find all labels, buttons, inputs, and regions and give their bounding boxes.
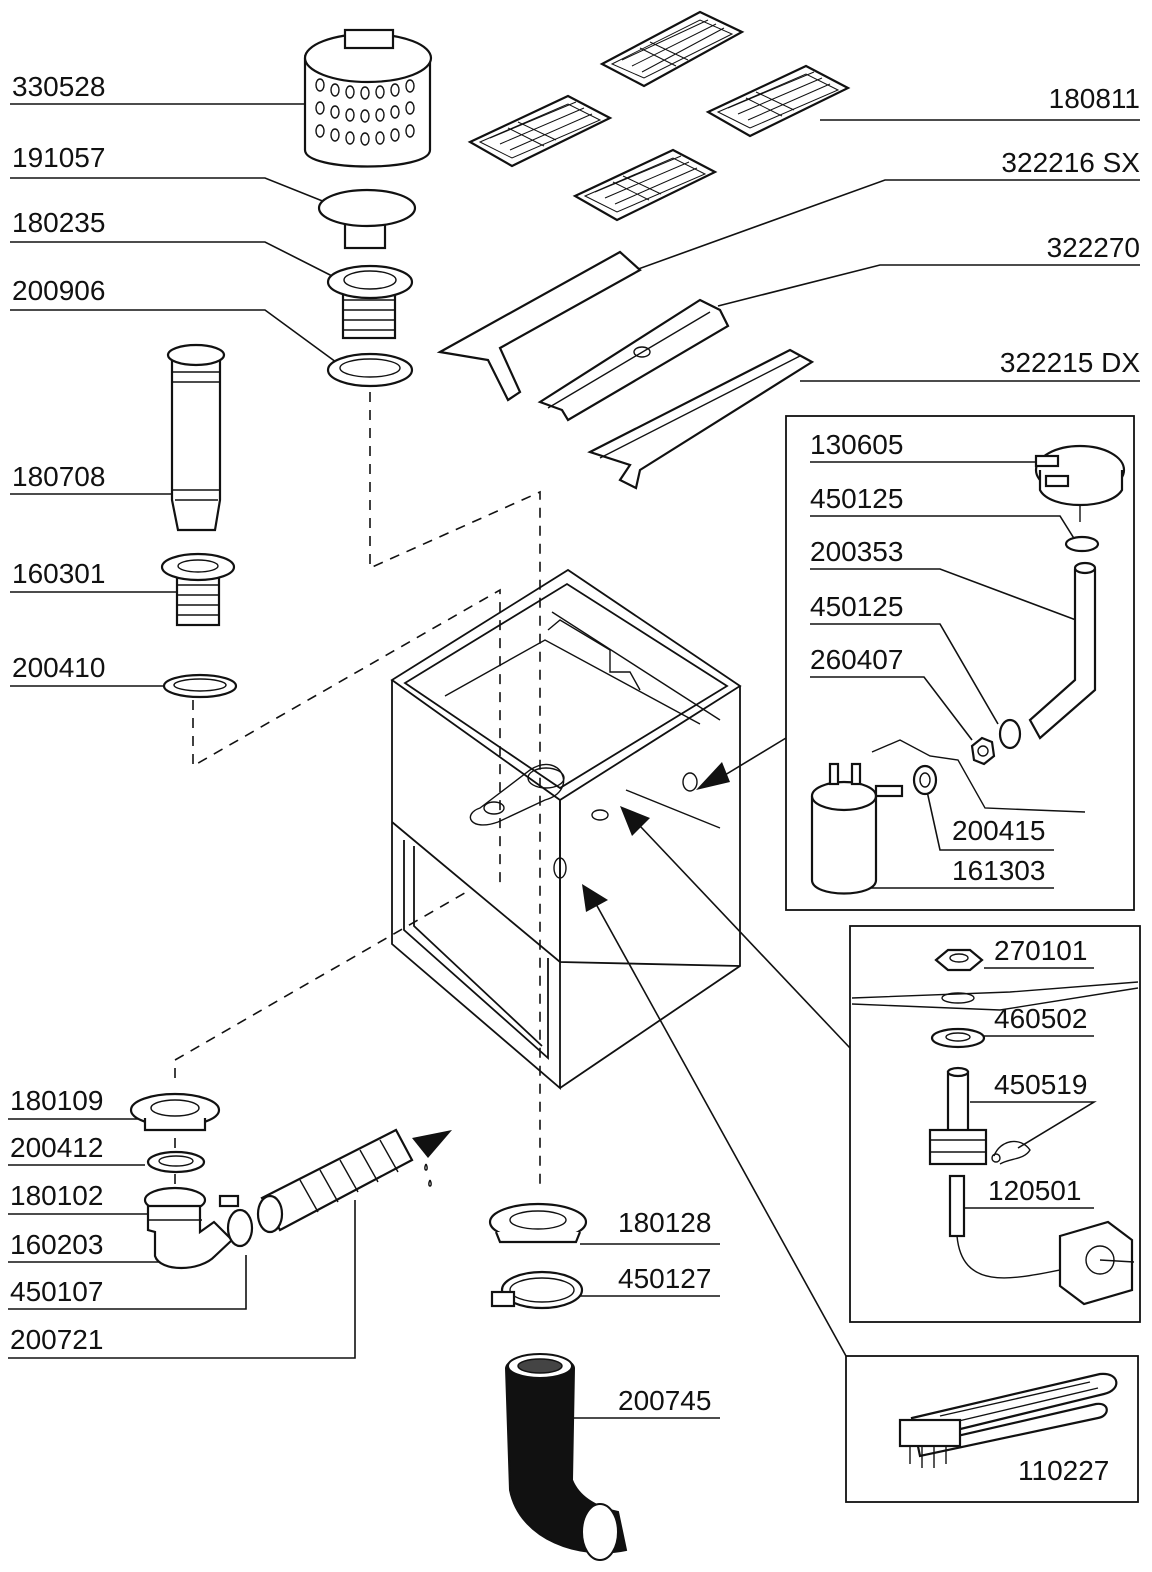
filter-grid-180811-c: [467, 94, 613, 168]
leader-322216: [629, 179, 1140, 273]
label-200906: 200906: [12, 275, 105, 306]
leader-200906: [10, 309, 341, 366]
fitting-180109: [129, 1092, 221, 1132]
hose-clamp-450107: [218, 1194, 254, 1248]
label-450125-b: 450125: [810, 591, 903, 622]
tank-body: [390, 568, 742, 1090]
leader-450107: [8, 1255, 247, 1310]
label-160301: 160301: [12, 558, 105, 589]
label-270101: 270101: [994, 935, 1087, 966]
tank-wall-line: [851, 981, 1139, 1011]
pressure-switch-130605: [1034, 444, 1126, 522]
label-110227: 110227: [1018, 1455, 1109, 1486]
leader-322270: [717, 264, 1140, 307]
heating-element-110227: [898, 1372, 1118, 1468]
washer-200415: [912, 764, 938, 796]
nut-260407: [970, 736, 996, 766]
label-450125-a: 450125: [810, 483, 903, 514]
label-200410: 200410: [12, 652, 105, 683]
label-322270: 322270: [1047, 232, 1140, 263]
label-191057: 191057: [12, 142, 105, 173]
label-180235: 180235: [12, 207, 105, 238]
rubber-hose-200745: [504, 1353, 628, 1561]
leader-200415: [924, 781, 1054, 851]
label-180128: 180128: [618, 1207, 711, 1238]
strainer-basket-330528: [303, 28, 433, 168]
drain-cap-191057: [317, 188, 417, 250]
elbow-180102-160203: [143, 1186, 234, 1269]
label-200721: 200721: [10, 1324, 103, 1355]
label-460502: 460502: [994, 1003, 1087, 1034]
tank-wall-section-lines: [871, 739, 1086, 813]
rail-322216-sx: [436, 250, 642, 402]
leader-450125b: [810, 623, 999, 725]
leader-180235: [10, 241, 341, 281]
label-322215: 322215 DX: [1000, 347, 1140, 378]
label-200353: 200353: [810, 536, 903, 567]
label-322216: 322216 SX: [1001, 147, 1140, 178]
leader-260407: [810, 676, 973, 741]
assembly-dashed-lines: [174, 392, 541, 1190]
rail-322270: [537, 298, 730, 422]
leader-200721: [8, 1200, 356, 1359]
drain-flange-180128: [488, 1202, 588, 1244]
panel-pressure-switch: [785, 415, 1135, 911]
panel-thermostat: [849, 925, 1141, 1323]
hose-clamp-450127: [490, 1270, 584, 1310]
label-200412: 200412: [10, 1132, 103, 1163]
leader-450125a: [810, 515, 1076, 541]
leader-450519: [970, 1101, 1097, 1149]
drain-fitting-180235: [326, 264, 414, 340]
label-180708: 180708: [12, 461, 105, 492]
label-130605: 130605: [810, 429, 903, 460]
gasket-200410: [162, 673, 238, 699]
clip-450519: [991, 1140, 1031, 1165]
threaded-fitting-160301: [160, 552, 236, 627]
label-180102: 180102: [10, 1180, 103, 1211]
label-330528: 330528: [12, 71, 105, 102]
leader-200353: [810, 568, 1077, 621]
label-260407: 260407: [810, 644, 903, 675]
label-160203: 160203: [10, 1229, 103, 1260]
corrugated-hose-200721: [256, 1128, 452, 1234]
hose-200353: [1028, 561, 1097, 740]
label-200745: 200745: [618, 1385, 711, 1416]
label-450107: 450107: [10, 1276, 103, 1307]
thermostat-120501: [948, 1174, 1135, 1306]
gasket-200412: [146, 1150, 206, 1174]
label-180109: 180109: [10, 1085, 103, 1116]
gasket-200906: [326, 352, 414, 388]
label-180811: 180811: [1049, 83, 1140, 114]
filter-grid-180811-a: [599, 10, 745, 88]
callout-arrows: [582, 737, 851, 1357]
label-120501: 120501: [988, 1175, 1081, 1206]
panel-heating-element: [845, 1355, 1139, 1503]
washer-460502: [930, 1027, 986, 1049]
label-200415: 200415: [952, 815, 1045, 846]
hose-clamp-450125-a: [1064, 535, 1100, 553]
filter-grid-180811-b: [705, 64, 851, 138]
nut-270101: [934, 948, 984, 972]
label-450519: 450519: [994, 1069, 1087, 1100]
sensor-450519: [928, 1066, 988, 1166]
overflow-pipe-180708: [166, 343, 226, 532]
label-450127: 450127: [618, 1263, 711, 1294]
hose-clamp-450125-b: [998, 718, 1022, 750]
capacitor-161303: [810, 762, 904, 895]
leader-191057: [10, 177, 346, 211]
label-161303: 161303: [952, 855, 1045, 886]
rail-322215-dx: [587, 348, 815, 490]
filter-grid-180811-d: [572, 148, 718, 222]
